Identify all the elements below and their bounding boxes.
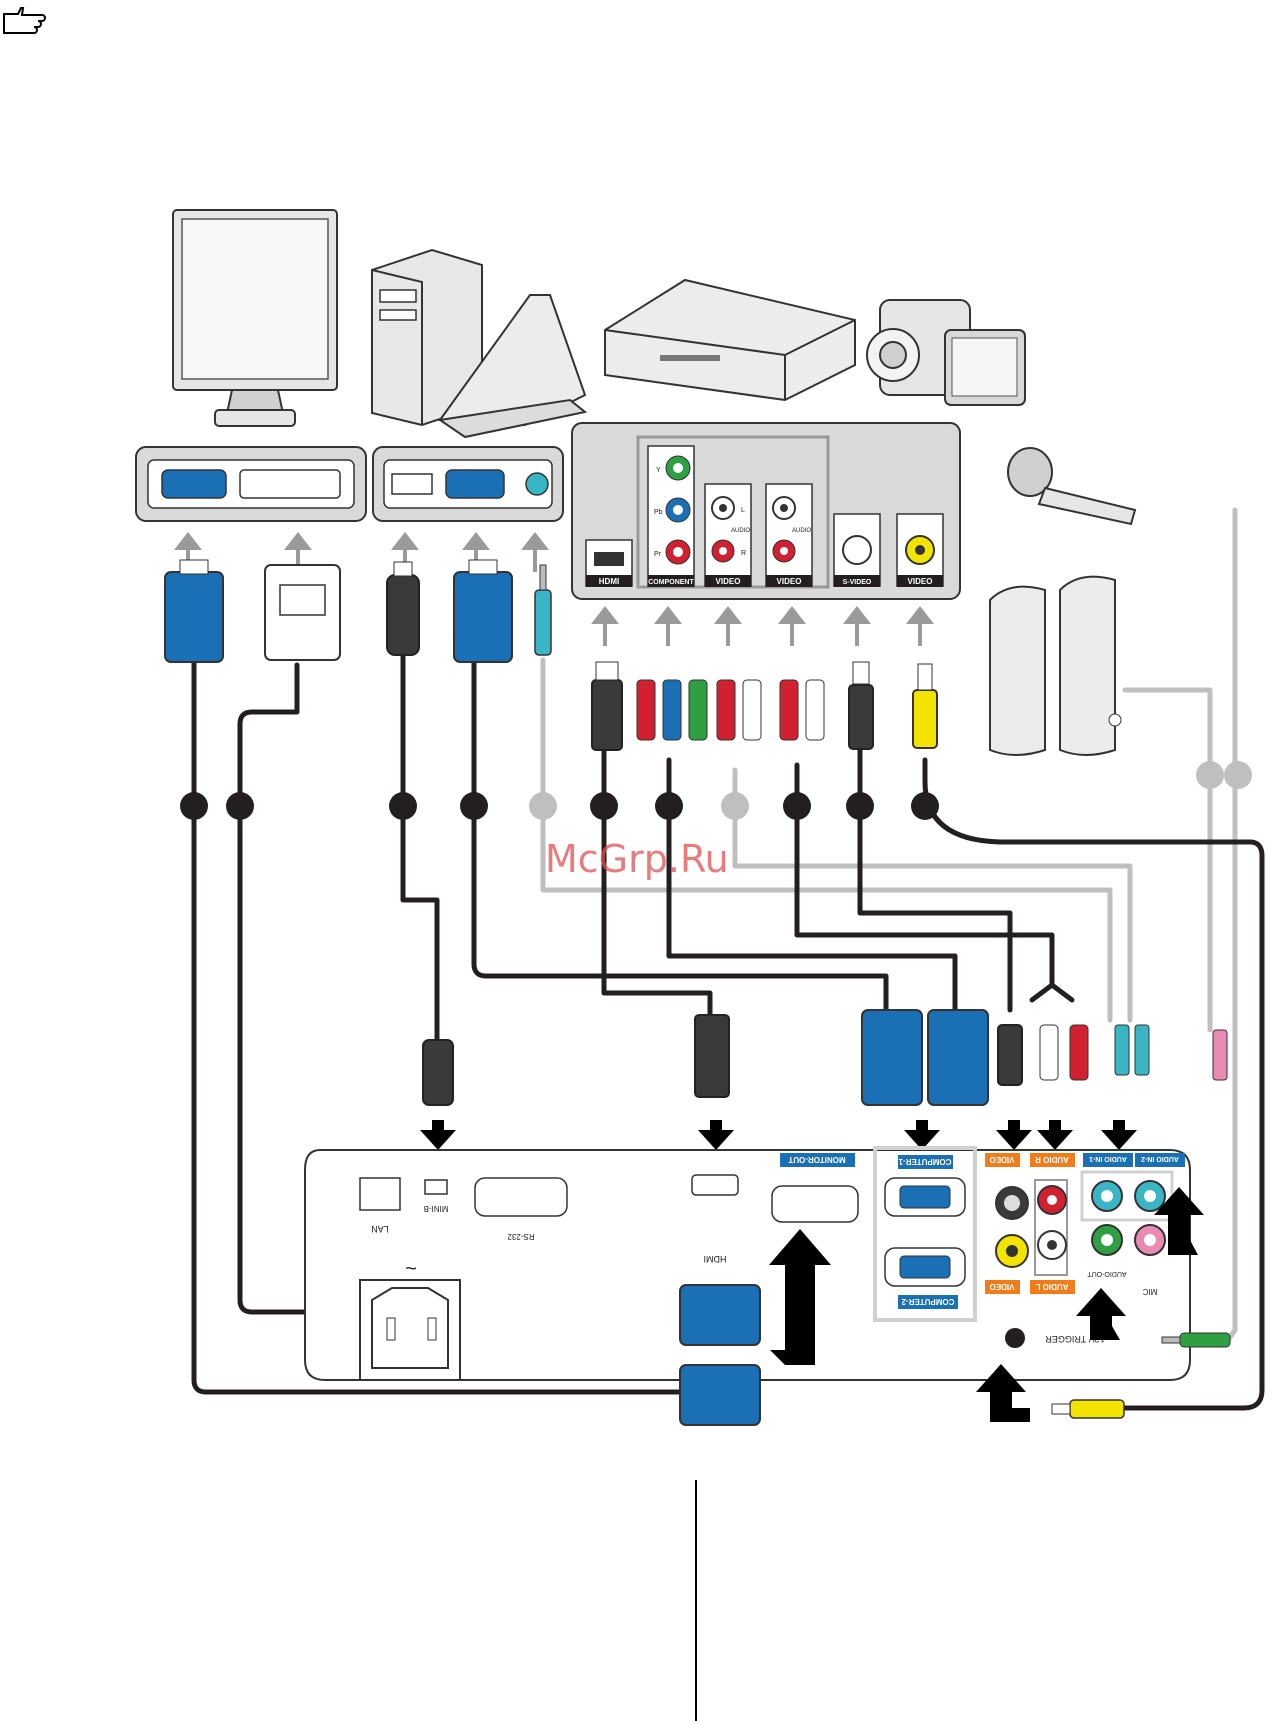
- audio-label-2: AUDIO: [792, 528, 811, 534]
- r-label: R: [741, 550, 746, 557]
- video-bottom-label: VIDEO: [990, 1282, 1015, 1291]
- video-label-1: VIDEO: [716, 577, 741, 586]
- lan-label: LAN: [371, 1224, 389, 1234]
- mini-b-label: MINI-B: [424, 1204, 449, 1213]
- audio-jack-plug: [535, 565, 551, 655]
- hdmi-port-label: HDMI: [704, 1254, 727, 1264]
- dvd-player-icon: [605, 280, 855, 400]
- monitor-ports-panel: [136, 447, 366, 521]
- svideo-label: S-VIDEO: [843, 579, 872, 586]
- vga-plug-monitor: [165, 560, 223, 662]
- watermark: McGrp.Ru: [545, 837, 729, 881]
- svideo-plug: [849, 662, 873, 749]
- monitor-icon: [173, 210, 337, 426]
- y-label: Y: [656, 467, 661, 474]
- audio-out-label: AUDIO-OUT: [1087, 1270, 1127, 1277]
- computer-2-label: COMPUTER-2: [901, 1297, 954, 1306]
- hdmi-source-label: HDMI: [599, 577, 619, 586]
- downward-arrows: [420, 1120, 1137, 1150]
- video-label-2: VIDEO: [777, 577, 802, 586]
- mini-usb-plug: [423, 1040, 453, 1105]
- video-top-label: VIDEO: [990, 1155, 1015, 1164]
- vga-plugs-projector: [862, 1010, 988, 1105]
- monitor-out-label: MONITOR-OUT: [788, 1155, 845, 1164]
- composite-plug: [913, 664, 937, 748]
- audio-in-1-label: AUDIO IN-1: [1089, 1155, 1127, 1162]
- pr-label: Pr: [654, 551, 662, 558]
- projector-rca-plugs: [998, 1025, 1227, 1085]
- ac-symbol: ~: [405, 1258, 417, 1280]
- pointing-hand-icon: [4, 8, 45, 33]
- hdmi-plug-source: [592, 662, 622, 750]
- av-ports-panel: HDMI Y Pb Pr COMPONENT L R AUDIO VIDEO A…: [572, 423, 960, 599]
- computer-1-label: COMPUTER-1: [898, 1157, 951, 1166]
- mic-label: MIC: [1142, 1287, 1157, 1296]
- computer-icon: [372, 250, 585, 437]
- speakers-icon: [990, 577, 1121, 755]
- audio-l-label: AUDIO L: [1035, 1282, 1068, 1291]
- video-label-3: VIDEO: [908, 577, 933, 586]
- camcorder-icon: [867, 300, 1025, 405]
- hdmi-plug-projector: [695, 1015, 729, 1097]
- cable-markers: [180, 761, 1252, 820]
- usb-plug: [387, 562, 419, 655]
- microphone-icon: [1008, 448, 1135, 524]
- pb-label: Pb: [654, 509, 663, 516]
- audio-r-label: AUDIO R: [1035, 1155, 1069, 1164]
- rs232-label: RS-232: [507, 1232, 535, 1241]
- audio-in-2-label: AUDIO IN-2: [1141, 1155, 1179, 1162]
- l-label: L: [741, 507, 745, 514]
- component-label: COMPONENT: [648, 579, 694, 586]
- audio-label-1: AUDIO: [731, 528, 750, 534]
- computer-ports-panel: [373, 447, 563, 521]
- component-rca-plugs: [637, 680, 824, 740]
- yellow-rca-plug: [1052, 1400, 1124, 1418]
- vga-plug-computer: [454, 560, 512, 662]
- dvi-plug: [265, 565, 340, 660]
